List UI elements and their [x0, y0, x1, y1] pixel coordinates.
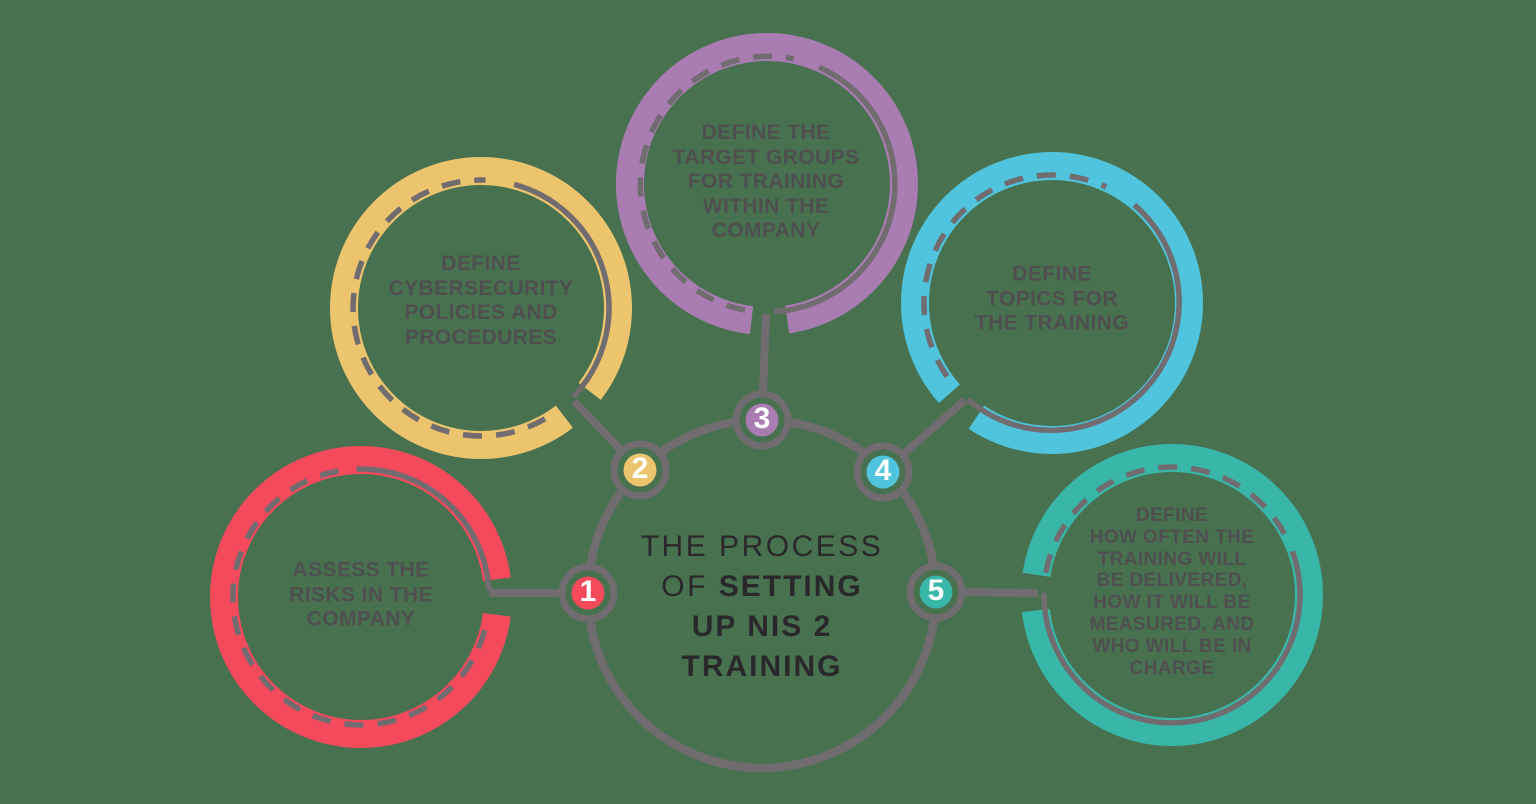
- step-1-inner-dashed-arc: [230, 467, 488, 728]
- step-4-badge: [853, 442, 913, 502]
- step-5-inner-dashed-arc: [1043, 464, 1288, 574]
- step-4-inner-solid-arc: [966, 202, 1182, 433]
- step-2-circle: [330, 157, 632, 459]
- step-1-badge-fill: [571, 576, 605, 610]
- step-5-badge-fill: [919, 575, 953, 609]
- step-1-circle: [210, 446, 512, 748]
- step-1-ring: [210, 446, 512, 748]
- step-1-inner-solid-arc: [356, 466, 492, 591]
- step-2-badge-fill: [623, 453, 657, 487]
- step-3-badge: [732, 390, 792, 450]
- step-2-inner-solid-arc: [513, 181, 612, 399]
- step-3-inner-dashed-arc: [637, 53, 795, 313]
- step-5-circle: [1021, 444, 1323, 746]
- step-3-inner-solid-arc: [773, 64, 898, 315]
- step-4-ring: [901, 152, 1203, 454]
- step-2-inner-dashed-arc: [350, 177, 547, 439]
- step-1-badge: [558, 563, 618, 623]
- step-4-circle: [901, 152, 1203, 454]
- step-5-ring: [1021, 444, 1323, 746]
- step-3-badge-fill: [745, 403, 779, 437]
- step-5-inner-solid-arc: [1041, 550, 1303, 726]
- step-4-inner-dashed-arc: [921, 172, 1108, 378]
- step-4-badge-fill: [866, 455, 900, 489]
- step-2-ring: [330, 157, 632, 459]
- step-5-badge: [906, 562, 966, 622]
- step-3-circle: [616, 33, 918, 335]
- step-2-badge: [610, 440, 670, 500]
- step-3-ring: [616, 33, 918, 335]
